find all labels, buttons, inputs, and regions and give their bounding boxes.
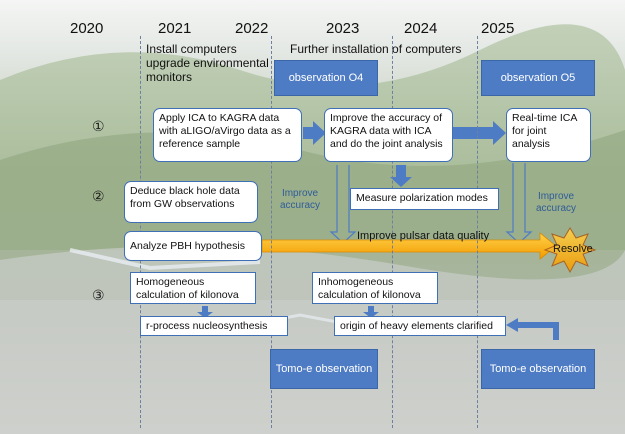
pulsar-label: Improve pulsar data quality: [357, 230, 490, 242]
install-note: Install computers upgrade environmental …: [146, 42, 269, 84]
improve-accuracy-label-1: Improve accuracy: [280, 188, 321, 211]
arrow-down-rprocess: [197, 306, 213, 318]
tomo-e-observation-1: Tomo-e observation: [270, 349, 378, 389]
year-2023: 2023: [326, 20, 360, 37]
observation-o5: observation O5: [481, 60, 595, 96]
ica-realtime-box: Real-time ICA for joint analysis: [506, 108, 591, 162]
ica-apply-box: Apply ICA to KAGRA data with aLIGO/aVirg…: [153, 108, 302, 162]
year-2022: 2022: [235, 20, 269, 37]
row-marker-2: ②: [92, 188, 105, 204]
year-divider: [392, 36, 393, 428]
year-divider: [477, 36, 478, 428]
year-2024: 2024: [404, 20, 438, 37]
year-2025: 2025: [481, 20, 515, 37]
year-2020: 2020: [70, 20, 104, 37]
arrow-row1-a: [303, 121, 326, 145]
observation-o4: observation O4: [274, 60, 378, 96]
further-installation-note: Further installation of computers: [290, 42, 462, 56]
homogeneous-kilonova-box: Homogeneous calculation of kilonova: [130, 272, 256, 304]
row-marker-3: ③: [92, 287, 105, 303]
polarization-box: Measure polarization modes: [350, 188, 499, 210]
inhomogeneous-kilonova-box: Inhomogeneous calculation of kilonova: [312, 272, 438, 304]
year-2021: 2021: [158, 20, 192, 37]
resolve-label: Resolve: [553, 243, 593, 255]
improve-accuracy-label-2: Improve accuracy: [536, 191, 577, 214]
arrow-tomoe-link: [512, 322, 559, 340]
pbh-box: Analyze PBH hypothesis: [124, 231, 262, 261]
heavy-elements-box: origin of heavy elements clarified: [334, 316, 506, 336]
arrow-row1-b: [453, 121, 506, 145]
ica-improve-box: Improve the accuracy of KAGRA data with …: [324, 108, 453, 162]
arrow-down-heavy: [363, 306, 379, 318]
bh-deduce-box: Deduce black hole data from GW observati…: [124, 181, 258, 223]
year-divider: [271, 36, 272, 428]
resolve-burst: [543, 227, 597, 274]
tomo-e-observation-2: Tomo-e observation: [481, 349, 595, 389]
arrow-down-polarization: [390, 165, 412, 187]
pulsar-arrow: [261, 232, 557, 260]
row-marker-1: ①: [92, 118, 105, 134]
r-process-box: r-process nucleosynthesis: [140, 316, 288, 336]
